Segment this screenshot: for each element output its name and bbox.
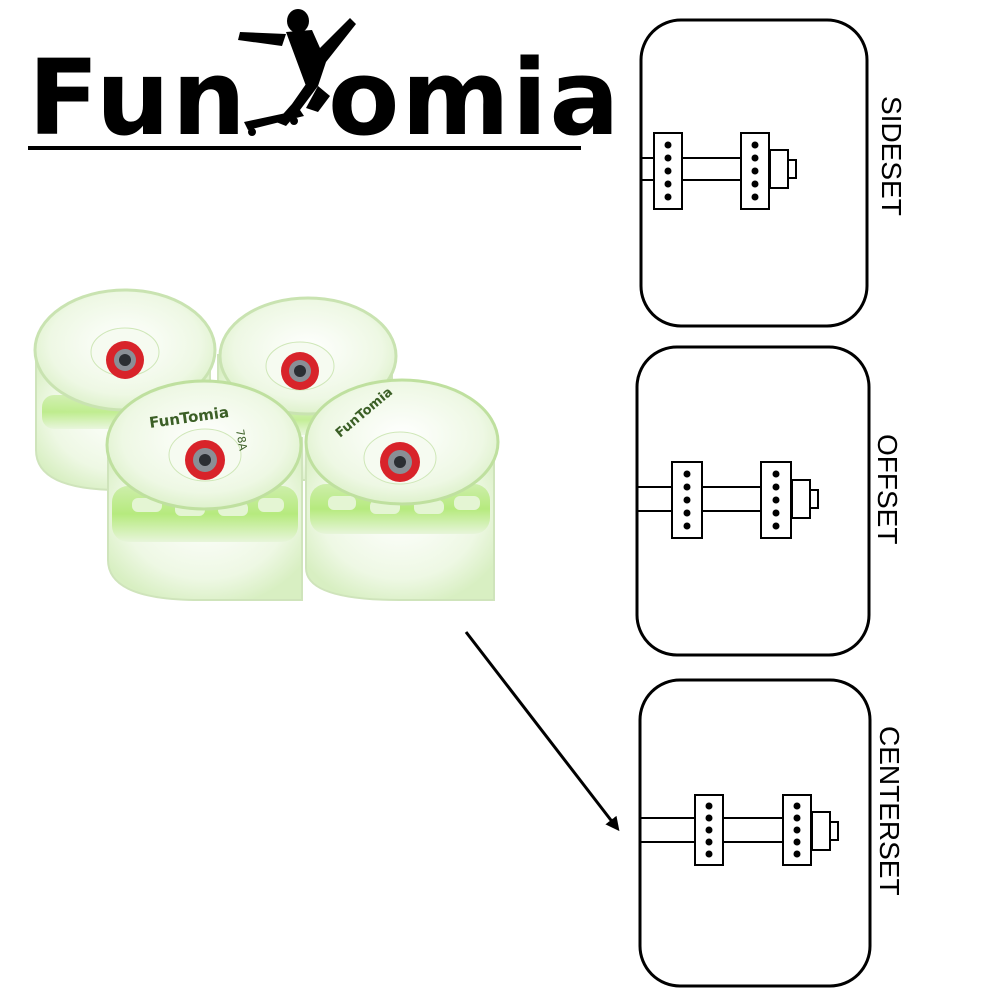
wheel: FunTomia 78A: [105, 379, 303, 601]
brand-underline: [28, 146, 581, 150]
skateboarder-silhouette-icon: [238, 9, 356, 136]
sideset-diagram: SIDESET: [639, 18, 907, 328]
centerset-label: CENTERSET: [874, 726, 905, 896]
wheel-durometer: 78A: [233, 428, 250, 452]
centerset-diagram: CENTERSET: [638, 678, 905, 988]
pointer-arrow: [464, 631, 620, 832]
offset-label: OFFSET: [872, 434, 903, 544]
offset-diagram: OFFSET: [635, 345, 903, 657]
wheel: FunTomia: [304, 378, 500, 601]
brand-part-1: Fun: [28, 37, 248, 159]
sideset-label: SIDESET: [876, 96, 907, 216]
wheel-set-illustration: FunTomia 78A FunTomia: [33, 288, 500, 601]
brand-part-2: omia: [327, 37, 622, 159]
